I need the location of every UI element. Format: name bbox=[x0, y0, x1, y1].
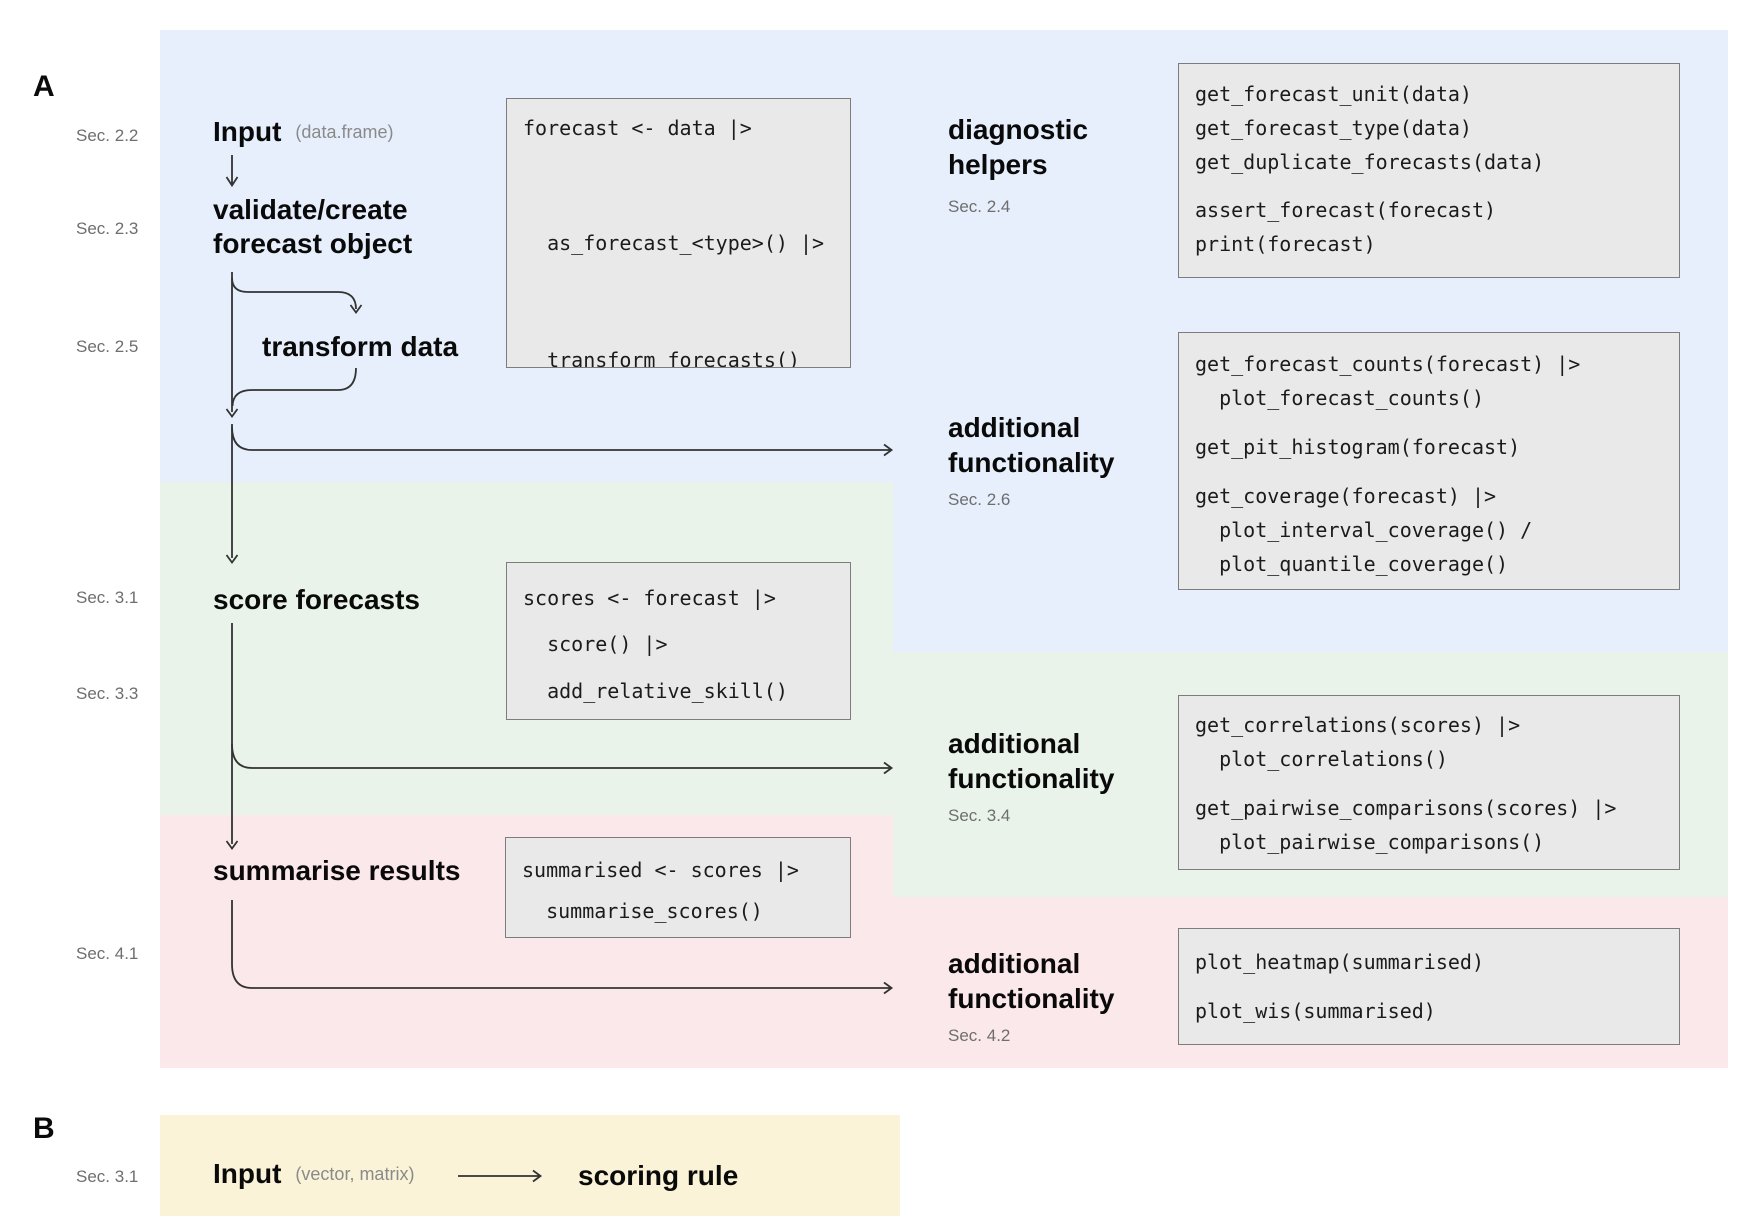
heading-diagnostic-helpers: diagnostic helpers bbox=[948, 112, 1088, 182]
code-line: assert_forecast(forecast) bbox=[1195, 198, 1497, 222]
validate-line1: validate/create bbox=[213, 194, 408, 225]
arrow-validate-to-transform bbox=[231, 277, 363, 315]
heading-additional-functionality-26: additional functionality bbox=[948, 410, 1114, 480]
code-line: plot_interval_coverage() / bbox=[1195, 518, 1533, 542]
code-line: add_relative_skill() bbox=[523, 679, 788, 703]
code-line: score() |> bbox=[523, 632, 668, 656]
code-line: summarise_scores() bbox=[522, 899, 763, 923]
section-label-3-3: Sec. 3.3 bbox=[76, 684, 139, 703]
code-line: plot_correlations() bbox=[1195, 747, 1448, 771]
panel-b-input-title: Input bbox=[213, 1158, 282, 1189]
panel-b-label: B bbox=[33, 1112, 55, 1145]
codebox-score: scores <- forecast |> score() |> add_rel… bbox=[506, 562, 851, 720]
panel-b-scoring-rule: scoring rule bbox=[578, 1160, 739, 1191]
codebox-additional-34: get_correlations(scores) |> plot_correla… bbox=[1178, 695, 1680, 870]
code-line: print(forecast) bbox=[1195, 232, 1376, 256]
validate-line2: forecast object bbox=[213, 228, 413, 259]
flow-step-summarise: summarise results bbox=[213, 855, 461, 886]
heading-additional-functionality-42: additional functionality bbox=[948, 946, 1114, 1016]
codebox-diagnostic-helpers: get_forecast_unit(data) get_forecast_typ… bbox=[1178, 63, 1680, 278]
heading-line: functionality bbox=[948, 983, 1115, 1014]
code-line: plot_quantile_coverage() bbox=[1195, 552, 1509, 576]
section-label-2-3: Sec. 2.3 bbox=[76, 219, 139, 238]
heading-line: additional bbox=[948, 412, 1081, 443]
panel-b-input-annotation: (vector, matrix) bbox=[295, 1163, 415, 1184]
arrow-score-down bbox=[225, 623, 239, 851]
section-label-3-4: Sec. 3.4 bbox=[948, 806, 1011, 825]
code-line: get_forecast_counts(forecast) |> bbox=[1195, 352, 1581, 376]
heading-line: functionality bbox=[948, 447, 1115, 478]
code-line: forecast <- data |> bbox=[523, 116, 752, 140]
heading-line: helpers bbox=[948, 149, 1048, 180]
code-line: plot_wis(summarised) bbox=[1195, 999, 1436, 1023]
arrow-input-to-scoring-rule bbox=[458, 1169, 543, 1183]
section-label-2-4: Sec. 2.4 bbox=[948, 197, 1011, 216]
code-line: transform_forecasts() bbox=[523, 348, 800, 368]
heading-additional-functionality-34: additional functionality bbox=[948, 726, 1114, 796]
heading-line: diagnostic bbox=[948, 114, 1089, 145]
section-label-2-5: Sec. 2.5 bbox=[76, 337, 139, 356]
section-label-4-1: Sec. 4.1 bbox=[76, 944, 139, 963]
codebox-create-forecast: forecast <- data |> as_forecast_<type>()… bbox=[506, 98, 851, 368]
arrow-to-score bbox=[225, 424, 239, 565]
flow-step-validate: validate/create forecast object bbox=[213, 193, 412, 261]
section-label-4-2: Sec. 4.2 bbox=[948, 1026, 1011, 1045]
code-line: scores <- forecast |> bbox=[523, 586, 776, 610]
input-annotation: (data.frame) bbox=[295, 121, 394, 142]
code-line: plot_forecast_counts() bbox=[1195, 386, 1484, 410]
input-title: Input bbox=[213, 116, 282, 147]
codebox-additional-42: plot_heatmap(summarised) plot_wis(summar… bbox=[1178, 928, 1680, 1045]
code-line: plot_heatmap(summarised) bbox=[1195, 950, 1484, 974]
code-line: get_duplicate_forecasts(data) bbox=[1195, 150, 1545, 174]
code-line: summarised <- scores |> bbox=[522, 858, 799, 882]
arrow-branch-sec26 bbox=[231, 426, 894, 457]
region-yellow-panel-b bbox=[160, 1115, 900, 1216]
code-line: plot_pairwise_comparisons() bbox=[1195, 830, 1545, 854]
codebox-summarise: summarised <- scores |> summarise_scores… bbox=[505, 837, 851, 938]
heading-line: additional bbox=[948, 948, 1081, 979]
code-line: get_correlations(scores) |> bbox=[1195, 713, 1521, 737]
code-line: get_pairwise_comparisons(scores) |> bbox=[1195, 796, 1617, 820]
heading-line: additional bbox=[948, 728, 1081, 759]
arrow-branch-sec42 bbox=[231, 900, 894, 995]
code-line: get_forecast_unit(data) bbox=[1195, 82, 1472, 106]
panel-a-label: A bbox=[33, 70, 55, 103]
flow-step-input: Input (data.frame) bbox=[213, 116, 393, 148]
codebox-additional-26: get_forecast_counts(forecast) |> plot_fo… bbox=[1178, 332, 1680, 590]
code-line: get_coverage(forecast) |> bbox=[1195, 484, 1497, 508]
panel-b-input: Input (vector, matrix) bbox=[213, 1158, 414, 1190]
code-line: get_pit_histogram(forecast) bbox=[1195, 435, 1521, 459]
section-label-3-1: Sec. 3.1 bbox=[76, 588, 139, 607]
code-line: as_forecast_<type>() |> bbox=[523, 231, 825, 255]
section-label-2-6: Sec. 2.6 bbox=[948, 490, 1011, 509]
section-label-3-1-b: Sec. 3.1 bbox=[76, 1167, 139, 1186]
flow-step-transform: transform data bbox=[262, 331, 459, 362]
section-label-2-2: Sec. 2.2 bbox=[76, 126, 139, 145]
code-line: get_forecast_type(data) bbox=[1195, 116, 1472, 140]
arrow-input-to-validate bbox=[225, 155, 239, 188]
arrow-validate-down bbox=[225, 272, 239, 419]
flow-step-score: score forecasts bbox=[213, 584, 421, 615]
arrow-branch-sec34 bbox=[231, 743, 894, 775]
heading-line: functionality bbox=[948, 763, 1115, 794]
arrow-transform-return bbox=[231, 367, 357, 407]
